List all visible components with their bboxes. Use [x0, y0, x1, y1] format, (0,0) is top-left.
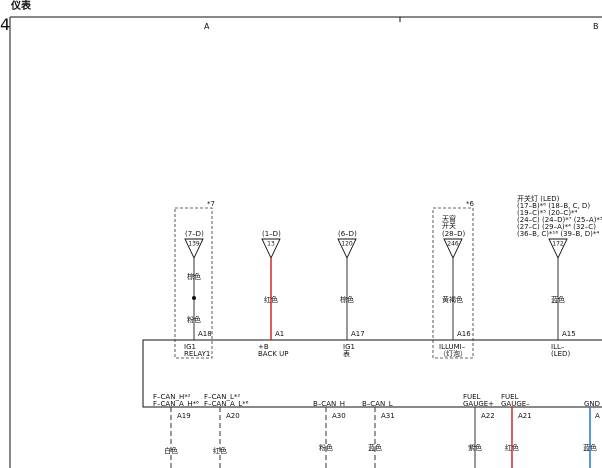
wire-color-bcan-h: 粉色: [319, 444, 333, 452]
pin-ill-led: A15: [562, 330, 576, 338]
pin-fuel-plus: A22: [481, 412, 495, 420]
connector-triangle-illumi: [443, 238, 463, 260]
connector-number-illumi: 246: [447, 241, 459, 248]
connector-number-ill-led: 172: [552, 241, 564, 248]
wire-color-illumi: 黄褐色: [442, 296, 463, 304]
wire-color-ig1-meter: 棕色: [340, 296, 354, 304]
led-ref-line: (19–C)*⁵ (20–C)*⁴: [517, 209, 578, 217]
wire-color-fcan-l: 红色: [213, 447, 227, 455]
option-note-illumi: *6: [466, 200, 474, 208]
func-b-backup: +B: [258, 343, 269, 351]
wire-color-ig1-relay: 棕色: [187, 273, 201, 281]
pin-fuel-minus: A21: [518, 412, 532, 420]
pin-illumi: A16: [457, 330, 471, 338]
pin-label-gnd: GND: [584, 400, 601, 408]
connector-ref-b-backup: (1–D): [262, 230, 281, 238]
splice-point: [192, 296, 196, 300]
connector-triangle-ig1-relay: [184, 238, 204, 260]
pin-fcan-h: A19: [177, 412, 191, 420]
pin-fcan-l: A20: [226, 412, 240, 420]
pin-gnd: A: [595, 412, 600, 420]
pin-ig1-meter: A17: [351, 330, 365, 338]
zone-b-label: B: [593, 22, 599, 31]
led-ref-line: (36–B, C)*¹⁶ (39–B, D)*⁴: [517, 230, 600, 238]
sheet-number: 4: [0, 15, 11, 34]
pin-label-fcan-h: F–CAN_H*²: [153, 393, 191, 401]
wire-color-fuel-plus: 紫色: [468, 444, 482, 452]
option-note-ig1-relay: *7: [207, 200, 215, 208]
connector-triangle-ill-led: [548, 238, 568, 260]
connector-ref-ig1-relay: (7–D): [185, 230, 204, 238]
pin-bcan-h: A30: [332, 412, 346, 420]
connector-triangle-b-backup: [261, 238, 281, 260]
pin-label-fuel-minus: FUEL: [501, 393, 519, 401]
connector-number-b-backup: 13: [267, 241, 275, 248]
pin-label2-fuel-minus: GAUGE–: [501, 400, 530, 408]
wire-color-fcan-h: 白色: [164, 447, 178, 455]
connector-ref-ig1-meter: (6–D): [338, 230, 357, 238]
led-ref-line: (24–C) (24–D)*⁷ (25–A)*³⁷: [517, 216, 602, 224]
wire-color-ill-led: 蓝色: [551, 296, 565, 304]
pin-label-fuel-plus: FUEL: [463, 393, 481, 401]
wire-color-bcan-l: 蓝色: [368, 444, 382, 452]
pin-bcan-l: A31: [381, 412, 395, 420]
wire-color-gnd: 蓝色: [583, 444, 597, 452]
pin-label-fcan-l: F–CAN_L*²: [204, 393, 241, 401]
page-title: 仪表: [11, 1, 31, 12]
connector-triangles: 139 13 120 246 172: [184, 238, 568, 260]
func2-ill-led: (LED): [551, 350, 571, 358]
switch-label2-illumi: 开关: [442, 222, 456, 230]
option-box-ig1-relay: [174, 207, 213, 359]
pin-label2-fuel-plus: GAUGE+: [463, 400, 495, 408]
func-ill-led: ILL–: [551, 343, 565, 351]
func-ig1-meter: IG1: [343, 343, 355, 351]
connector-triangle-ig1-meter: [337, 238, 357, 260]
connector-number-ig1-meter: 120: [341, 241, 353, 248]
pin-ig1-relay: A18: [198, 330, 212, 338]
led-ref-line: (17–B)*⁶ (18–B, C, D): [517, 202, 591, 210]
func2-ig1-meter: 表: [343, 350, 350, 358]
pin-label-bcan-h: B–CAN_H: [313, 400, 345, 408]
pin-b-backup: A1: [275, 330, 285, 338]
func-ig1-relay: IG1: [184, 343, 196, 351]
connector-number-ig1-relay: 139: [188, 241, 200, 248]
switch-label-illumi: 天窗: [442, 215, 456, 223]
wire-color-b-backup: 红色: [264, 296, 278, 304]
pin-label-bcan-l: B–CAN_L: [362, 400, 393, 408]
func2-b-backup: BACK UP: [258, 350, 289, 358]
func2-illumi: （灯泡）: [439, 350, 467, 358]
connector-ref-illumi: (28–D): [442, 230, 466, 238]
wire-color-fuel-minus: 红色: [505, 444, 519, 452]
pin-label2-fcan-h: F–CAN_A_H*⁶: [153, 400, 199, 408]
func2-ig1-relay: RELAY1: [184, 350, 211, 358]
led-ref-line: 开关灯 (LED): [517, 195, 560, 203]
led-ref-line: (27–C) (29–A)*⁴ (32–C): [517, 223, 596, 231]
pin-label2-fcan-l: F–CAN_A_L*⁶: [204, 400, 249, 408]
wire-color2-ig1-relay: 粉色: [187, 316, 201, 324]
func-illumi: ILLUMI–: [439, 343, 466, 351]
option-box-illumi: [432, 207, 474, 359]
meter-component-box: [142, 339, 602, 408]
zone-a-label: A: [204, 22, 210, 31]
